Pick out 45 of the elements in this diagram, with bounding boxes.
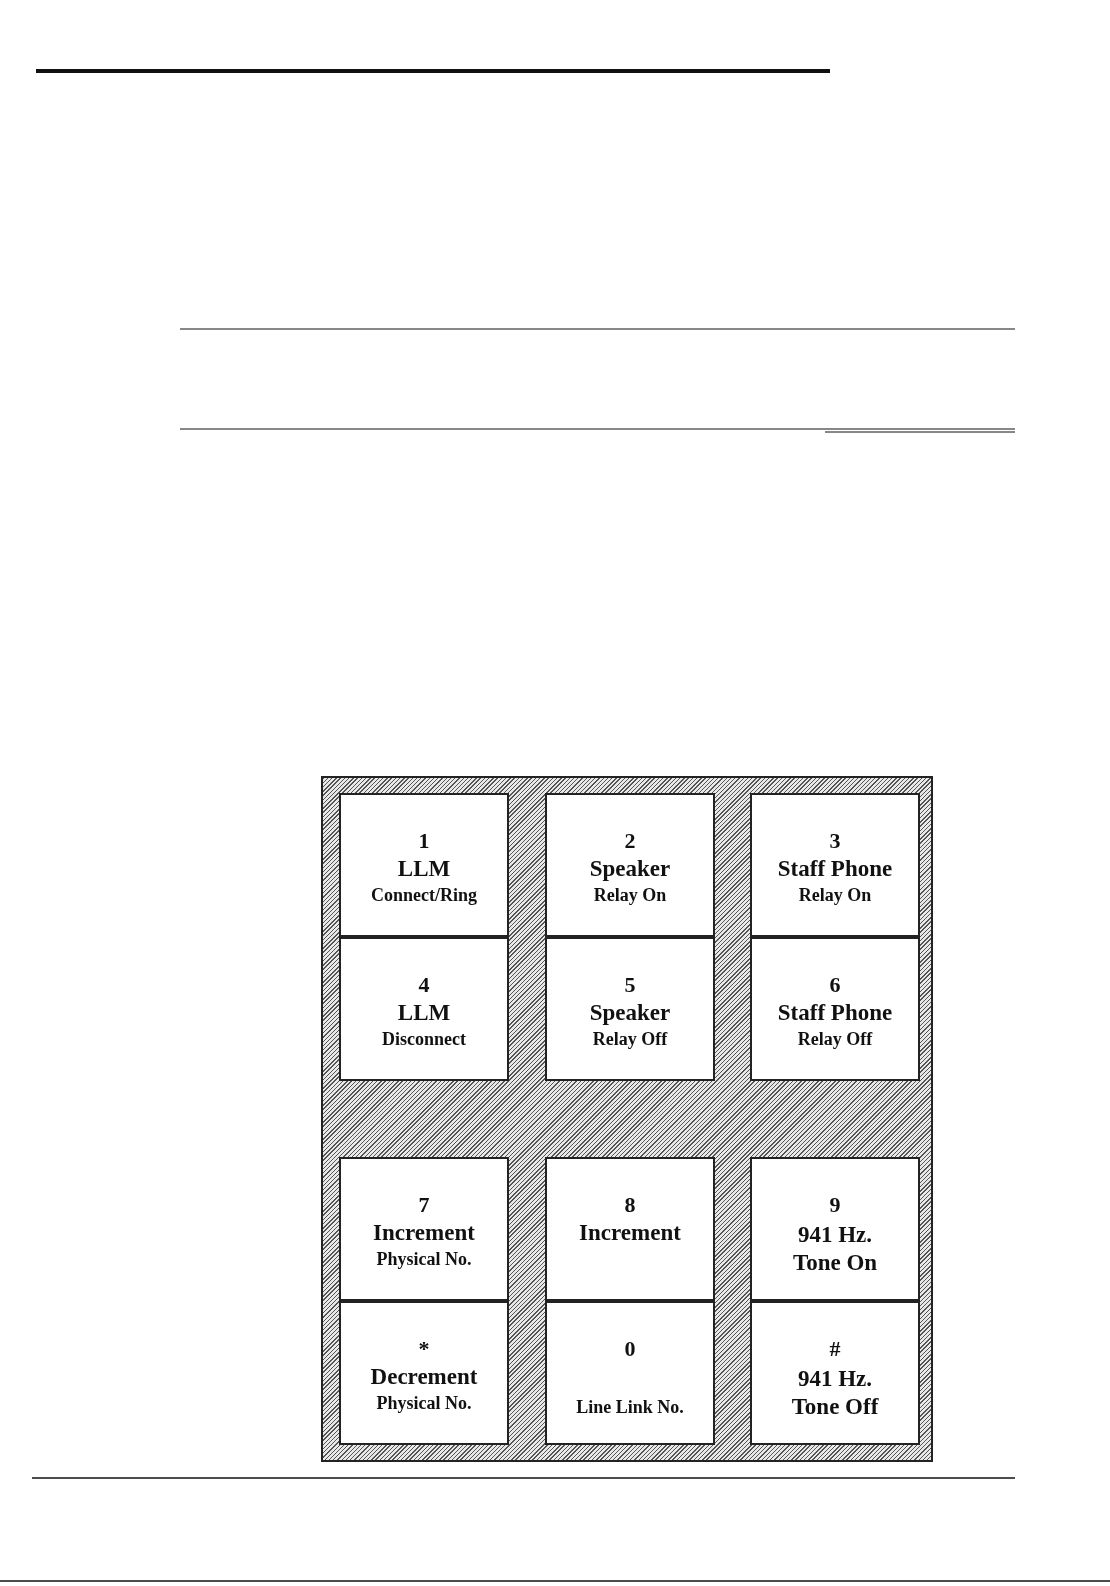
key-function: Increment — [373, 1219, 475, 1247]
key-number: 2 — [624, 827, 636, 855]
key-detail: Relay On — [798, 884, 872, 907]
key-detail: Connect/Ring — [371, 884, 477, 907]
key-detail: Disconnect — [382, 1028, 466, 1051]
keypad-key — [750, 793, 920, 937]
key-number: 3 — [829, 827, 841, 855]
keypad-key — [750, 1157, 920, 1301]
key-function: Increment — [579, 1219, 681, 1247]
key-function: Staff Phone — [777, 999, 893, 1027]
key-number: 7 — [418, 1191, 430, 1219]
keypad-key — [545, 1157, 715, 1301]
key-detail: Relay On — [593, 884, 667, 907]
keypad-key — [545, 793, 715, 937]
key-number: * — [418, 1335, 430, 1363]
key-detail: Physical No. — [376, 1392, 472, 1415]
keypad-key — [339, 1301, 509, 1445]
key-number: # — [829, 1335, 841, 1363]
key-function: 941 Hz. Tone Off — [790, 1365, 880, 1421]
keypad-key — [339, 793, 509, 937]
key-number: 8 — [624, 1191, 636, 1219]
key-detail: Relay Off — [797, 1028, 873, 1051]
key-function: Decrement — [370, 1363, 478, 1391]
key-function: LLM — [397, 855, 451, 883]
key-number: 6 — [829, 971, 841, 999]
keypad-key — [545, 937, 715, 1081]
key-function: Speaker — [589, 999, 671, 1027]
key-number: 1 — [418, 827, 430, 855]
key-function: 941 Hz. Tone On — [791, 1221, 879, 1277]
key-number: 5 — [624, 971, 636, 999]
keypad-key — [339, 1157, 509, 1301]
key-number: 9 — [829, 1191, 841, 1219]
key-function: Line Link No. — [576, 1396, 684, 1419]
key-function: Speaker — [589, 855, 671, 883]
key-number: 0 — [624, 1335, 636, 1363]
key-number: 4 — [418, 971, 430, 999]
keypad-key — [750, 1301, 920, 1445]
keypad-panel — [321, 776, 933, 1462]
key-detail: Physical No. — [376, 1248, 472, 1271]
key-detail: Relay Off — [592, 1028, 668, 1051]
keypad-key — [750, 937, 920, 1081]
keypad-key — [339, 937, 509, 1081]
key-function: Staff Phone — [777, 855, 893, 883]
key-function: LLM — [397, 999, 451, 1027]
keypad-key — [545, 1301, 715, 1445]
